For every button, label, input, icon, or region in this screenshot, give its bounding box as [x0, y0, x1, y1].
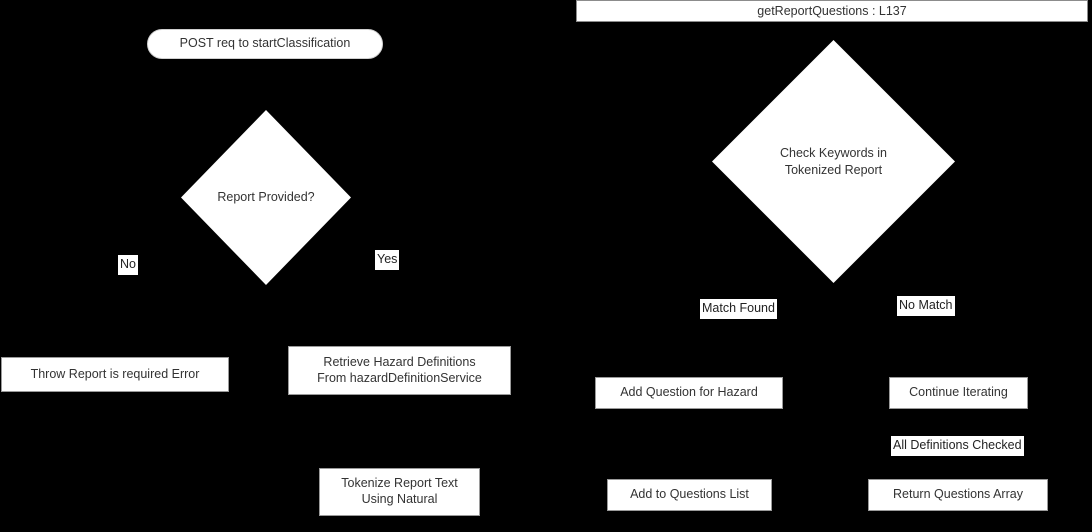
node-return-questions-array[interactable]: Return Questions Array — [868, 479, 1048, 511]
decision-report-provided[interactable]: Report Provided? — [181, 110, 351, 285]
diamond-shape-icon — [712, 40, 955, 283]
edge-label-yes: Yes — [375, 250, 400, 270]
decision-check-keywords[interactable]: Check Keywords in Tokenized Report — [712, 40, 955, 283]
diagram-title-bar: getReportQuestions : L137 — [576, 0, 1088, 22]
start-node-post-request[interactable]: POST req to startClassification — [147, 29, 383, 59]
node-tokenize-report-text[interactable]: Tokenize Report Text Using Natural — [319, 468, 480, 516]
node-throw-report-required-error[interactable]: Throw Report is required Error — [1, 357, 229, 392]
edge-label-no: No — [118, 255, 138, 275]
edge-label-match-found: Match Found — [700, 299, 777, 319]
edge-label-all-definitions-checked: All Definitions Checked — [891, 436, 1024, 456]
edge-label-no-match: No Match — [897, 296, 955, 316]
node-continue-iterating[interactable]: Continue Iterating — [889, 377, 1028, 409]
node-retrieve-hazard-definitions[interactable]: Retrieve Hazard Definitions From hazardD… — [288, 346, 511, 395]
node-add-to-questions-list[interactable]: Add to Questions List — [607, 479, 772, 511]
node-add-question-for-hazard[interactable]: Add Question for Hazard — [595, 377, 783, 409]
diamond-shape-icon — [181, 110, 351, 285]
